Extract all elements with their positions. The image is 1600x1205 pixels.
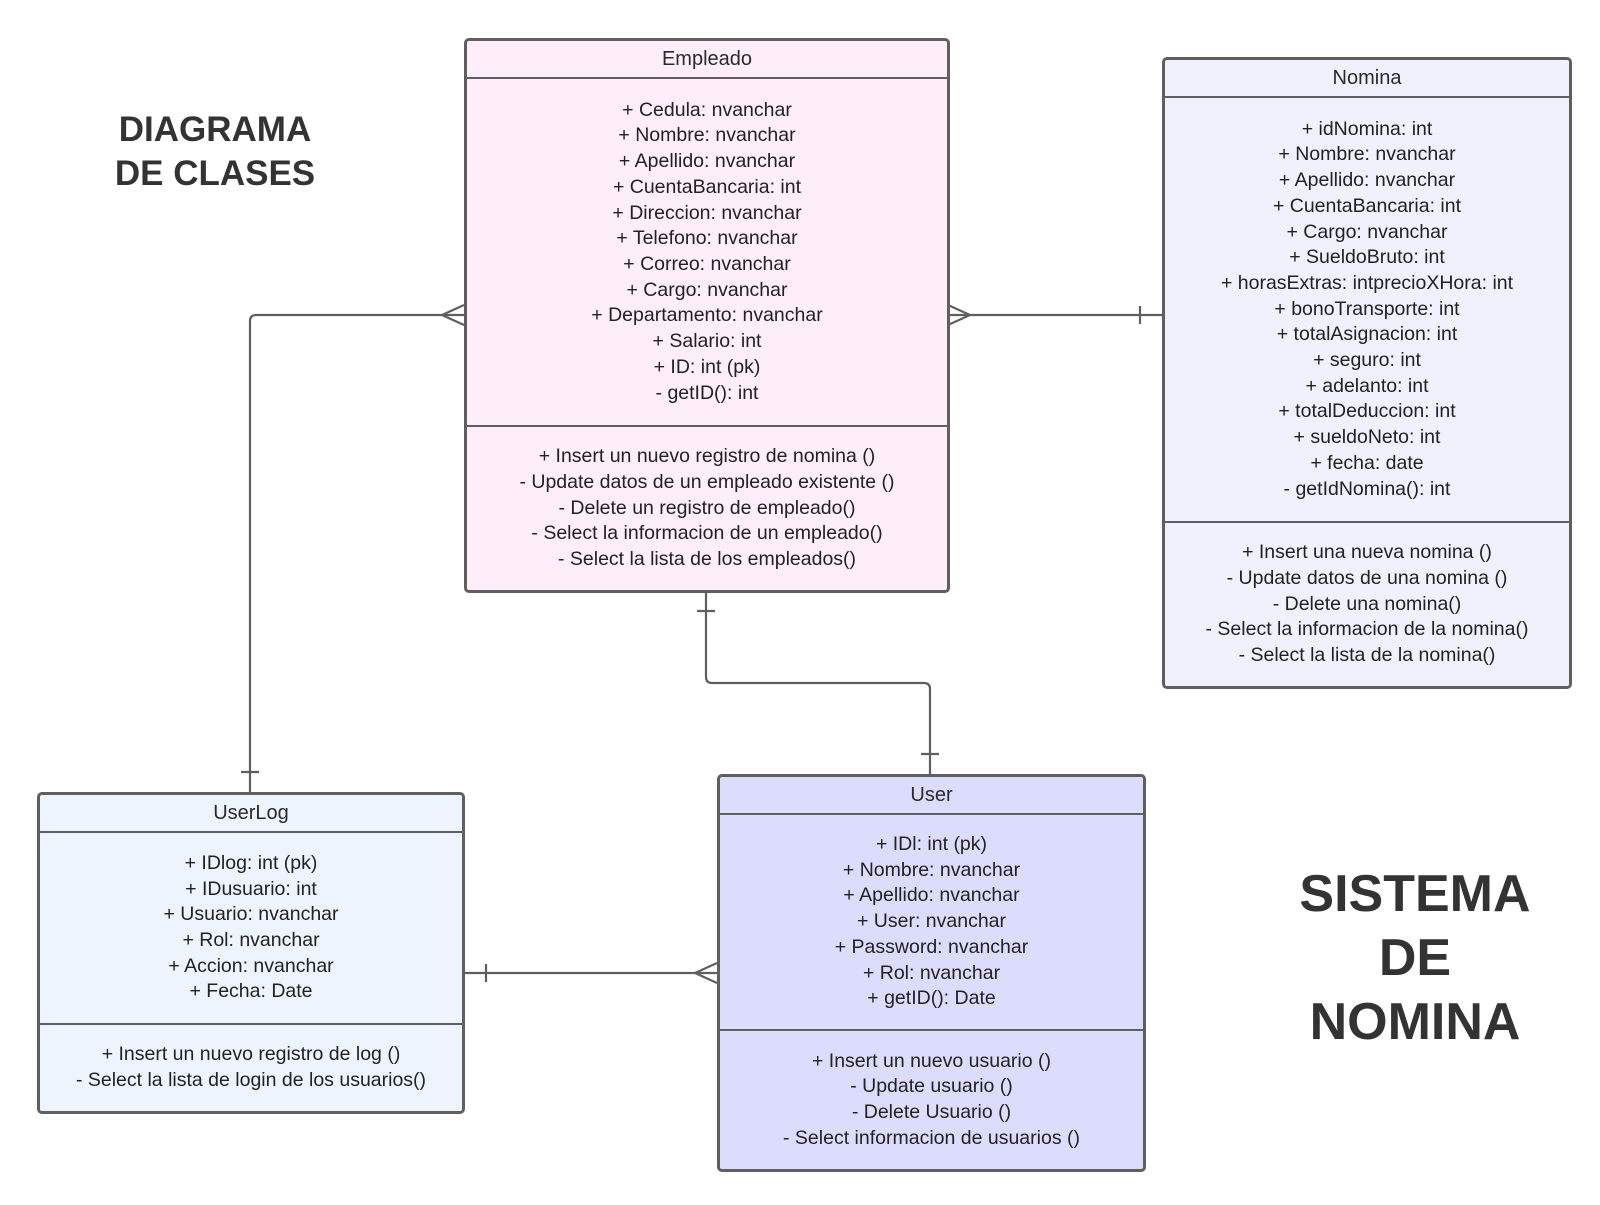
system-title-line: NOMINA bbox=[1309, 993, 1521, 1051]
class-nomina[interactable]: Nomina + idNomina: int + Nombre: nvancha… bbox=[1162, 57, 1572, 689]
attribute: + Apellido: nvanchar bbox=[843, 884, 1020, 907]
method: - Select la informacion de un empleado() bbox=[531, 522, 883, 545]
connector-empleado-user bbox=[697, 591, 939, 774]
class-userlog-attributes: + IDlog: int (pk) + IDusuario: int + Usu… bbox=[40, 833, 462, 1025]
attribute: + Cargo: nvanchar bbox=[1286, 220, 1448, 243]
attribute: - getID(): int bbox=[655, 381, 759, 404]
method: + Insert una nueva nomina () bbox=[1242, 541, 1492, 564]
method: - Select la lista de los empleados() bbox=[557, 548, 857, 571]
attribute: + Rol: nvanchar bbox=[182, 929, 320, 951]
connector-empleado-nomina bbox=[947, 303, 1162, 327]
class-empleado-name: Empleado bbox=[467, 41, 947, 79]
attribute: + IDl: int (pk) bbox=[875, 833, 988, 856]
diagram-title-line: DIAGRAMA bbox=[118, 110, 312, 149]
attribute: + getID(): Date bbox=[867, 987, 996, 1010]
crow-foot-many bbox=[947, 303, 972, 327]
connector-userlog-user bbox=[465, 961, 718, 985]
attribute: + adelanto: int bbox=[1305, 374, 1429, 397]
class-nomina-name: Nomina bbox=[1165, 60, 1569, 98]
method: - Delete un registro de empleado() bbox=[558, 496, 856, 519]
attribute: + Apellido: nvanchar bbox=[1278, 169, 1456, 192]
class-empleado-methods: + Insert un nuevo registro de nomina () … bbox=[467, 427, 947, 590]
class-empleado-attributes: + Cedula: nvanchar + Nombre: nvanchar + … bbox=[467, 79, 947, 427]
crow-foot-many bbox=[693, 961, 718, 985]
attribute: + IDlog: int (pk) bbox=[184, 851, 318, 874]
attribute: + Fecha: Date bbox=[189, 980, 313, 1003]
method: - Select la lista de login de los usuari… bbox=[75, 1069, 427, 1091]
attribute: + Direccion: nvanchar bbox=[612, 201, 802, 224]
class-user[interactable]: User + IDl: int (pk) + Nombre: nvanchar … bbox=[717, 774, 1146, 1172]
system-title-line: DE bbox=[1378, 929, 1452, 987]
attribute: - getIdNomina(): int bbox=[1283, 477, 1451, 500]
attribute: + Telefono: nvanchar bbox=[616, 227, 798, 250]
attribute: + Cedula: nvanchar bbox=[622, 98, 792, 121]
connector-userlog-empleado bbox=[241, 303, 465, 792]
attribute: + Password: nvanchar bbox=[834, 935, 1029, 958]
attribute: + horasExtras: intprecioXHora: int bbox=[1220, 271, 1514, 294]
class-userlog-methods: + Insert un nuevo registro de log () - S… bbox=[40, 1025, 462, 1111]
attribute: + idNomina: int bbox=[1301, 117, 1433, 140]
method: - Delete Usuario () bbox=[851, 1101, 1012, 1123]
attribute: + User: nvanchar bbox=[856, 910, 1007, 933]
attribute: + Rol: nvanchar bbox=[862, 961, 1001, 984]
system-title-line: SISTEMA bbox=[1299, 865, 1531, 923]
method: + Insert un nuevo registro de log () bbox=[101, 1043, 401, 1066]
method: - Update datos de un empleado existente … bbox=[519, 470, 895, 493]
attribute: + ID: int (pk) bbox=[653, 355, 761, 378]
attribute: + SueldoBruto: int bbox=[1289, 246, 1445, 269]
attribute: + Accion: nvanchar bbox=[168, 954, 334, 977]
attribute: + Nombre: nvanchar bbox=[618, 124, 796, 147]
attribute: + Nombre: nvanchar bbox=[1278, 143, 1456, 166]
attribute: + seguro: int bbox=[1313, 349, 1421, 372]
class-userlog[interactable]: UserLog + IDlog: int (pk) + IDusuario: i… bbox=[37, 792, 465, 1114]
class-empleado[interactable]: Empleado + Cedula: nvanchar + Nombre: nv… bbox=[464, 38, 950, 593]
attribute: + bonoTransporte: int bbox=[1274, 297, 1460, 320]
class-nomina-methods: + Insert una nueva nomina () - Update da… bbox=[1165, 523, 1569, 686]
attribute: + CuentaBancaria: int bbox=[612, 175, 802, 198]
class-user-attributes: + IDl: int (pk) + Nombre: nvanchar + Ape… bbox=[720, 815, 1143, 1031]
attribute: + Apellido: nvanchar bbox=[618, 150, 796, 173]
method: - Update datos de una nomina () bbox=[1226, 566, 1508, 589]
method: - Select la lista de la nomina() bbox=[1238, 644, 1496, 667]
attribute: + Departamento: nvanchar bbox=[591, 304, 823, 327]
attribute: + Salario: int bbox=[652, 330, 762, 353]
class-nomina-attributes: + idNomina: int + Nombre: nvanchar + Ape… bbox=[1165, 98, 1569, 523]
attribute: + Correo: nvanchar bbox=[623, 253, 791, 275]
class-user-methods: + Insert un nuevo usuario () - Update us… bbox=[720, 1031, 1143, 1169]
attribute: + Usuario: nvanchar bbox=[163, 903, 339, 926]
attribute: + totalDeduccion: int bbox=[1278, 400, 1456, 423]
method: + Insert un nuevo registro de nomina () bbox=[538, 445, 876, 468]
method: - Select la informacion de la nomina() bbox=[1205, 618, 1529, 641]
system-title: SISTEMA DE NOMINA bbox=[1280, 862, 1550, 1054]
attribute: + fecha: date bbox=[1310, 451, 1424, 474]
diagram-title: DIAGRAMA DE CLASES bbox=[100, 108, 330, 196]
crow-foot-many bbox=[440, 303, 465, 327]
method: - Delete una nomina() bbox=[1272, 592, 1462, 615]
attribute: + CuentaBancaria: int bbox=[1272, 194, 1462, 217]
method: - Update usuario () bbox=[850, 1075, 1013, 1098]
attribute: + sueldoNeto: int bbox=[1293, 426, 1441, 449]
attribute: + totalAsignacion: int bbox=[1276, 323, 1458, 346]
method: + Insert un nuevo usuario () bbox=[811, 1049, 1051, 1072]
attribute: + Cargo: nvanchar bbox=[626, 278, 788, 301]
class-userlog-name: UserLog bbox=[40, 795, 462, 833]
attribute: + IDusuario: int bbox=[185, 877, 317, 900]
diagram-title-line: DE CLASES bbox=[114, 154, 316, 193]
class-user-name: User bbox=[720, 777, 1143, 815]
attribute: + Nombre: nvanchar bbox=[842, 858, 1021, 881]
method: - Select informacion de usuarios () bbox=[783, 1126, 1080, 1149]
